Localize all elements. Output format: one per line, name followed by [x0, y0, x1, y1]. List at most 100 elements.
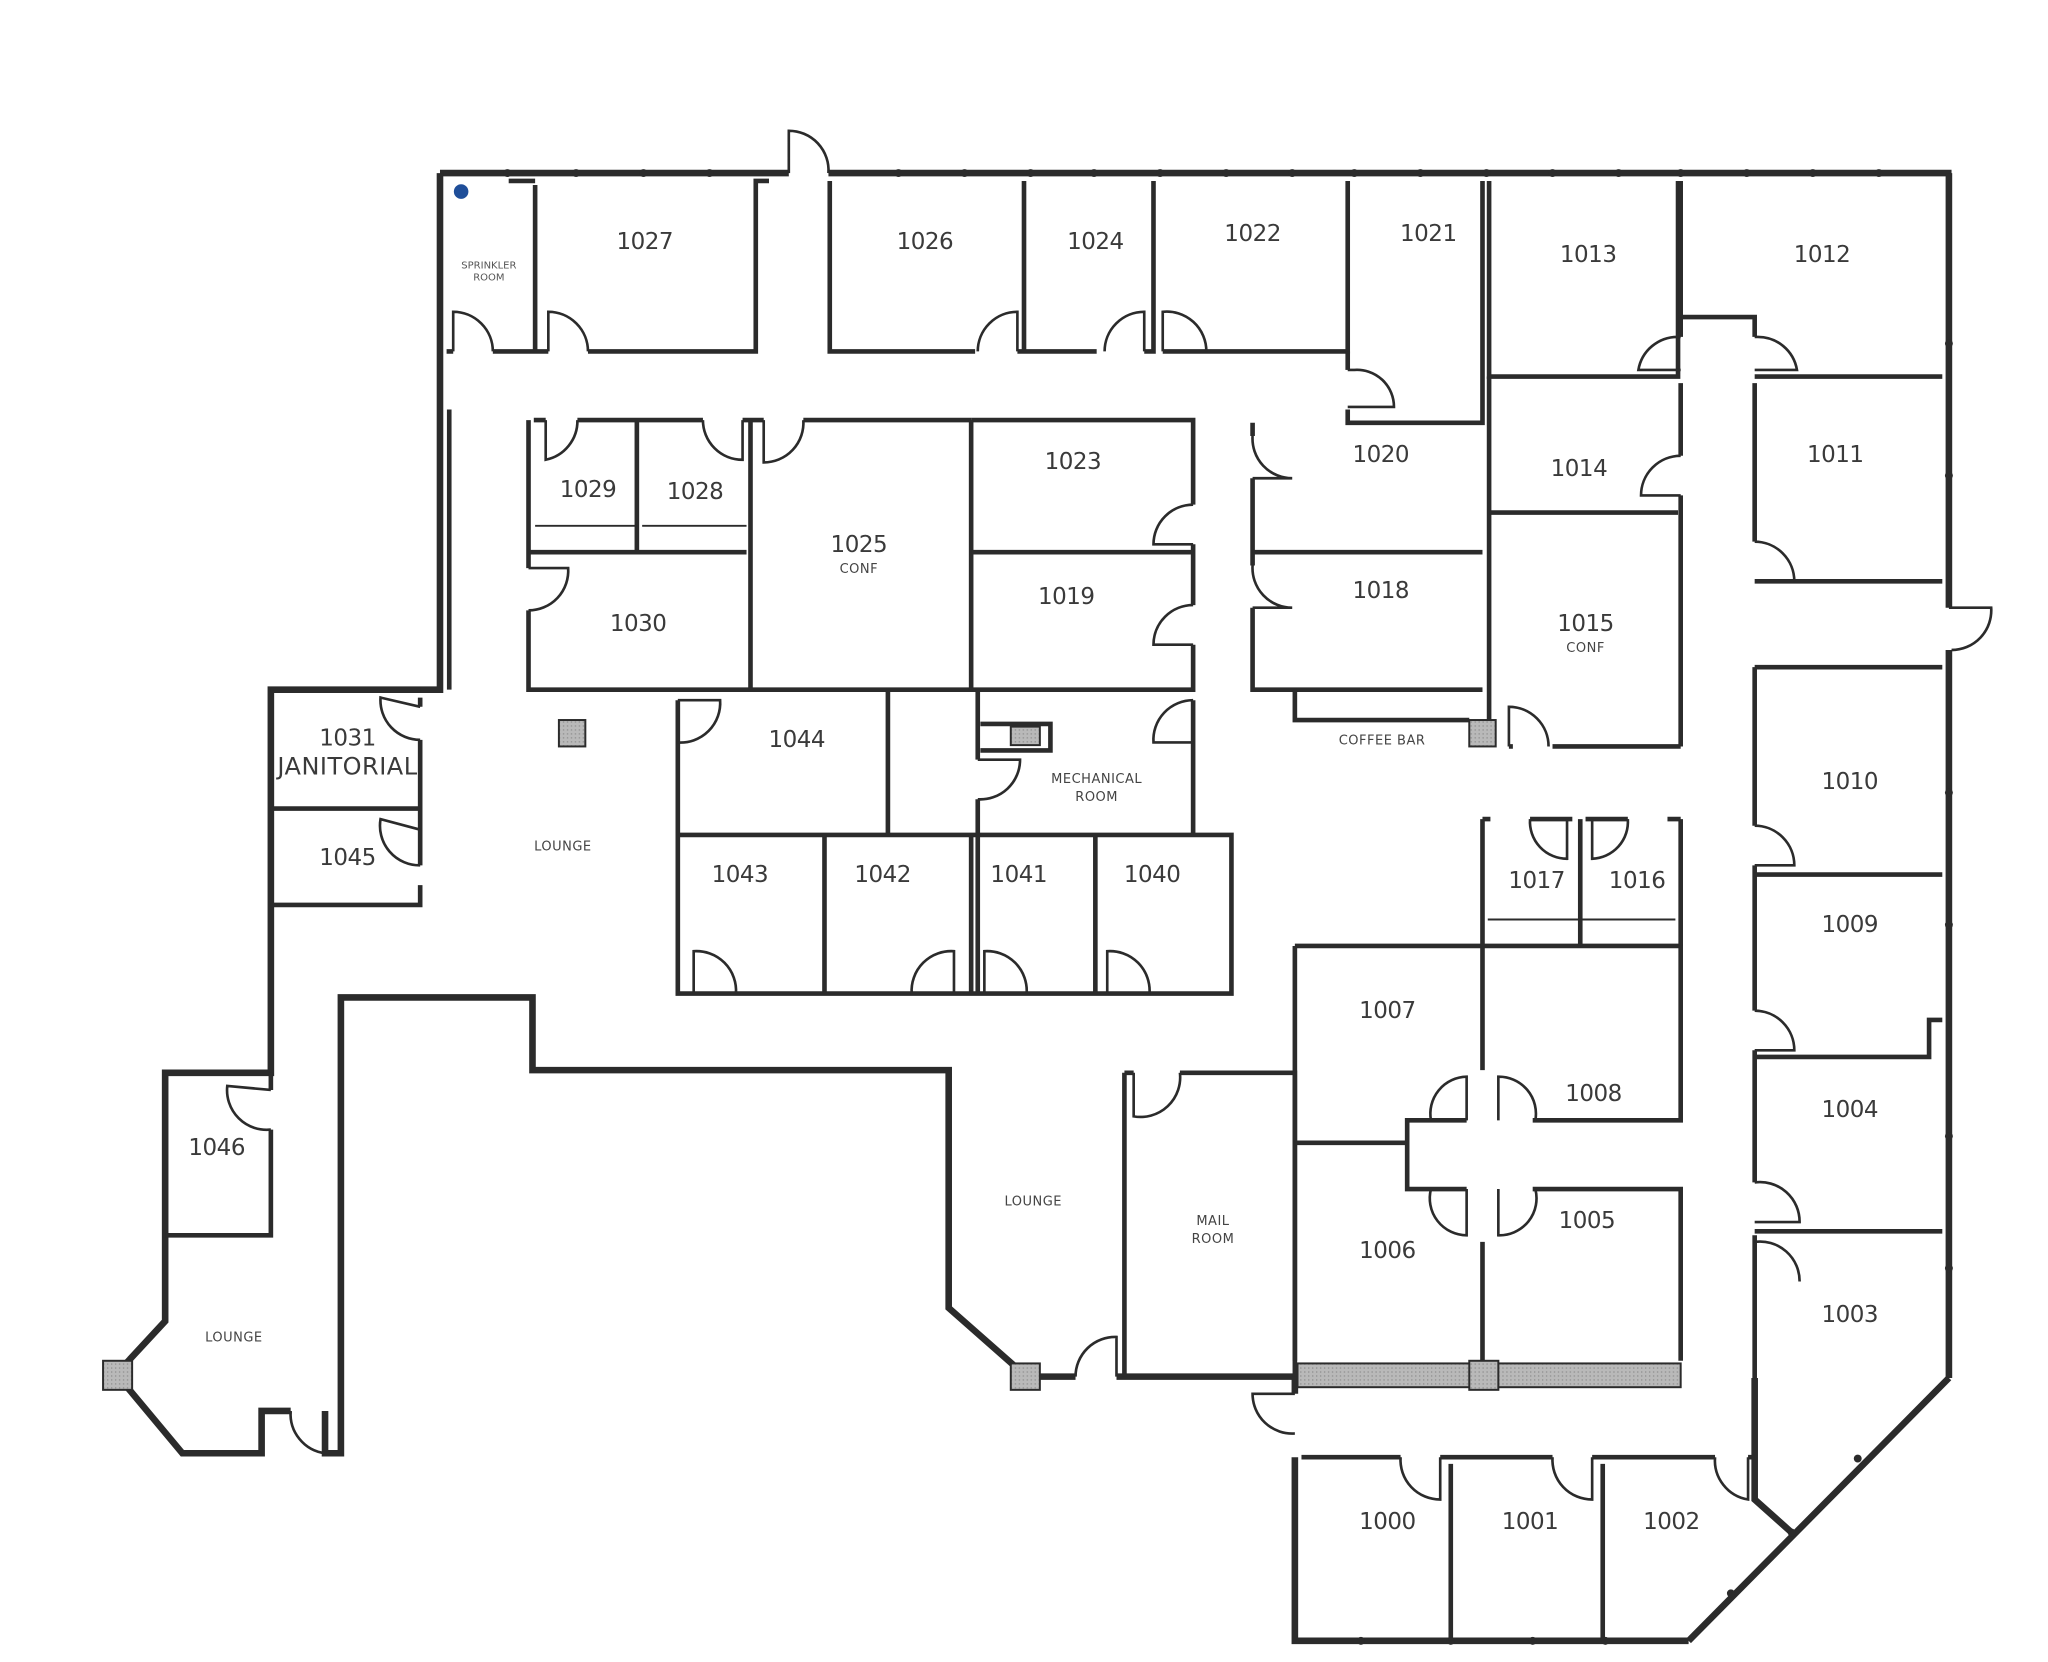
room-label-1000: 1000 — [1359, 1510, 1416, 1534]
room-label-mechanical: MECHANICAL ROOM — [1051, 770, 1142, 804]
room-label-1010: 1010 — [1822, 770, 1879, 794]
room-number: 1027 — [616, 228, 674, 255]
room-number: 1014 — [1550, 455, 1608, 482]
room-label-1009: 1009 — [1822, 913, 1879, 937]
room-sublabel: ROOM — [473, 272, 505, 284]
room-number: 1041 — [990, 861, 1047, 888]
room-label-1042: 1042 — [854, 863, 911, 887]
room-number: 1025 — [830, 532, 888, 559]
room-number: 1011 — [1806, 441, 1864, 468]
room-sublabel: ROOM — [1191, 1231, 1235, 1247]
room-number: 1020 — [1352, 441, 1410, 468]
room-number: 1015 — [1557, 611, 1614, 638]
room-number: 1010 — [1821, 769, 1879, 796]
room-label-1045: 1045 — [319, 845, 376, 869]
room-label-1044: 1044 — [768, 728, 825, 752]
room-label-1014: 1014 — [1551, 457, 1608, 481]
room-number: 1019 — [1038, 584, 1095, 611]
room-sublabel: CONF — [1566, 641, 1605, 657]
room-label-lounge-3: LOUNGE — [205, 1329, 263, 1346]
room-number: LOUNGE — [205, 1330, 263, 1346]
room-label-1006: 1006 — [1359, 1239, 1416, 1263]
room-number: 1004 — [1821, 1096, 1879, 1123]
room-number: COFFEE BAR — [1338, 733, 1426, 749]
room-label-1021: 1021 — [1400, 222, 1457, 246]
room-number: 1008 — [1565, 1080, 1622, 1107]
room-label-lounge-1: LOUNGE — [534, 837, 592, 854]
room-label-1043: 1043 — [712, 863, 769, 887]
room-number: 1007 — [1359, 997, 1416, 1024]
room-number: SPRINKLER — [461, 259, 517, 271]
room-number: 1003 — [1821, 1301, 1879, 1328]
room-label-mail-room: MAIL ROOM — [1192, 1212, 1235, 1246]
room-label-1017: 1017 — [1508, 869, 1565, 893]
room-number: 1000 — [1359, 1509, 1416, 1536]
room-label-1040: 1040 — [1124, 863, 1181, 887]
room-label-1008: 1008 — [1565, 1082, 1622, 1106]
room-label-1029: 1029 — [560, 478, 617, 502]
room-number: 1005 — [1558, 1207, 1616, 1234]
room-label-1026: 1026 — [897, 230, 954, 254]
interior-walls — [165, 178, 1943, 1641]
room-label-coffee-bar: COFFEE BAR — [1339, 732, 1426, 749]
room-label-1001: 1001 — [1502, 1510, 1559, 1534]
room-number: 1028 — [666, 478, 724, 505]
room-label-1024: 1024 — [1067, 230, 1124, 254]
room-number: LOUNGE — [534, 839, 592, 855]
sprinkler-head-icon — [453, 184, 469, 199]
room-number: 1009 — [1821, 911, 1879, 938]
room-label-1028: 1028 — [667, 479, 724, 503]
room-number: 1045 — [319, 844, 376, 871]
room-number: 1021 — [1400, 220, 1457, 247]
room-number: 1001 — [1501, 1509, 1559, 1536]
room-number: 1024 — [1067, 228, 1124, 255]
room-number: LOUNGE — [1004, 1194, 1063, 1210]
room-label-1013: 1013 — [1560, 243, 1617, 267]
room-number: 1044 — [768, 726, 826, 753]
room-label-1005: 1005 — [1559, 1209, 1616, 1233]
room-label-1023: 1023 — [1045, 450, 1102, 474]
room-label-1018: 1018 — [1352, 577, 1410, 604]
room-sublabel: CONF — [839, 562, 879, 578]
room-label-1007: 1007 — [1359, 999, 1416, 1023]
room-number: MAIL — [1196, 1213, 1230, 1229]
room-sublabel: JANITORIAL — [277, 752, 418, 781]
door-swings — [225, 129, 1993, 1502]
room-number: 1016 — [1608, 868, 1666, 895]
room-number: 1042 — [854, 861, 911, 888]
room-number: 1031 — [319, 725, 376, 752]
room-number: 1018 — [1352, 577, 1410, 604]
room-label-1041: 1041 — [990, 863, 1047, 887]
room-number: 1013 — [1559, 241, 1617, 268]
room-number: 1029 — [559, 477, 617, 504]
room-label-1022: 1022 — [1224, 222, 1281, 246]
counters-columns — [102, 719, 1682, 1391]
room-number: 1046 — [188, 1135, 245, 1162]
room-number: 1012 — [1793, 241, 1851, 268]
room-number: 1022 — [1224, 220, 1281, 247]
room-number: 1040 — [1123, 861, 1181, 888]
room-sublabel: ROOM — [1075, 790, 1119, 806]
room-label-1012: 1012 — [1794, 243, 1851, 267]
room-number: 1030 — [609, 610, 667, 637]
room-label-1030: 1030 — [609, 610, 667, 637]
room-label-1002: 1002 — [1643, 1510, 1700, 1534]
room-number: 1002 — [1643, 1509, 1700, 1536]
room-label-1019: 1019 — [1038, 585, 1095, 609]
room-label-1004: 1004 — [1822, 1098, 1879, 1122]
room-number: MECHANICAL — [1051, 772, 1143, 788]
room-label-lounge-2: LOUNGE — [1004, 1193, 1062, 1210]
room-label-1016: 1016 — [1609, 869, 1666, 893]
room-number: 1006 — [1359, 1238, 1416, 1265]
room-label-1011: 1011 — [1807, 442, 1864, 466]
window-mullions — [503, 169, 1953, 1645]
room-label-1020: 1020 — [1352, 442, 1409, 466]
room-label-1003: 1003 — [1822, 1303, 1879, 1327]
room-number: 1043 — [711, 861, 769, 888]
room-number: 1023 — [1044, 449, 1102, 476]
